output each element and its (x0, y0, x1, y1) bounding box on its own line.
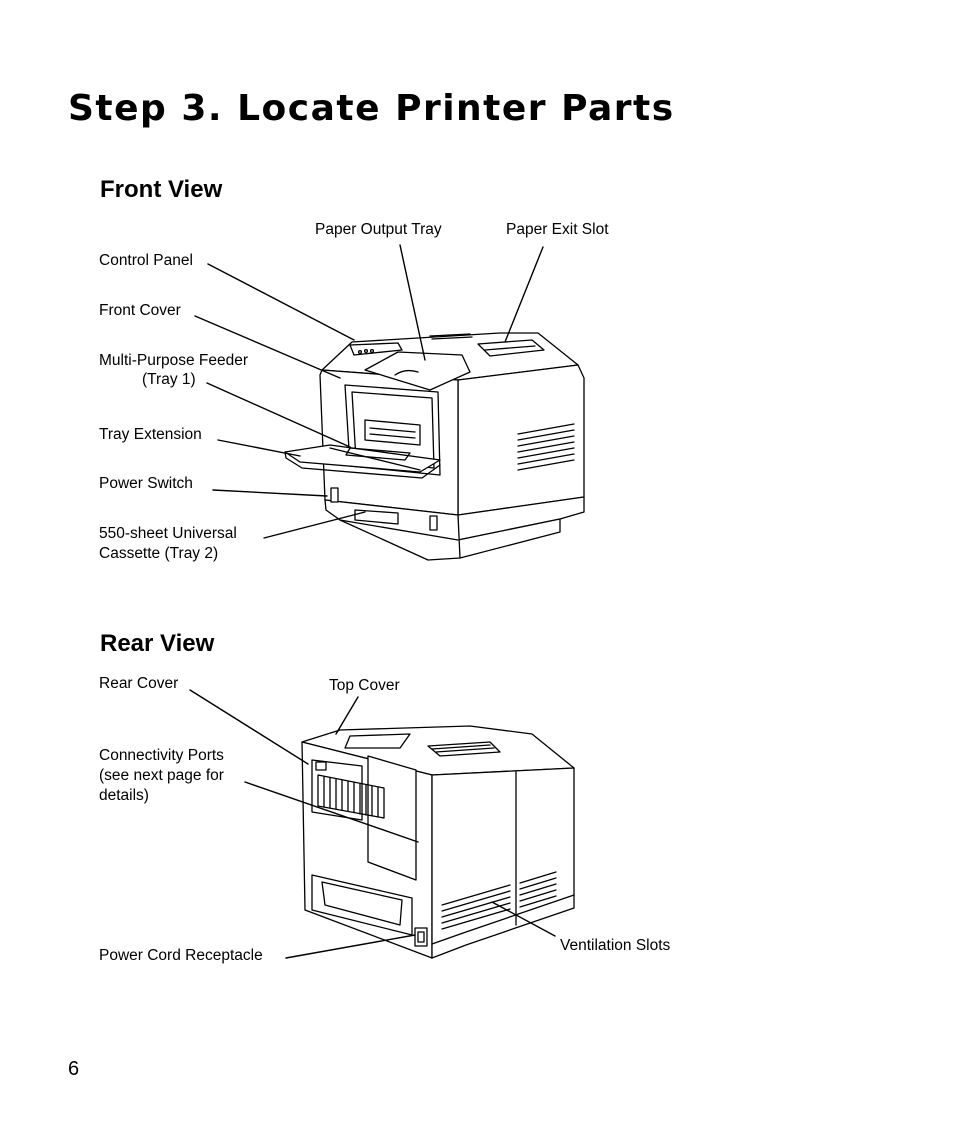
front-leader-lines (194, 244, 544, 539)
label-power-switch: Power Switch (99, 475, 193, 492)
label-paper-output-tray: Paper Output Tray (315, 221, 442, 238)
label-power-cord-receptacle: Power Cord Receptacle (99, 947, 263, 964)
label-ports-line1: Connectivity Ports (99, 747, 224, 764)
label-ports-line3: details) (99, 787, 149, 804)
label-cassette-line2: Cassette (Tray 2) (99, 545, 219, 562)
label-ports-line2: (see next page for (99, 767, 224, 784)
rear-printer-drawing (301, 725, 575, 959)
page-number: 6 (68, 1058, 80, 1080)
front-side-vents (517, 423, 575, 471)
page-title: Step 3. Locate Printer Parts (68, 88, 675, 129)
label-rear-cover: Rear Cover (99, 675, 179, 692)
label-mp-feeder-line2: (Tray 1) (142, 371, 196, 388)
label-top-cover: Top Cover (329, 677, 400, 694)
label-tray-extension: Tray Extension (99, 426, 202, 443)
label-cassette-line1: 550-sheet Universal (99, 525, 237, 542)
rear-view-heading: Rear View (100, 630, 215, 657)
front-view-heading: Front View (100, 176, 223, 203)
rear-grille (317, 774, 385, 819)
rear-side-vents (441, 871, 557, 930)
label-ventilation-slots: Ventilation Slots (560, 937, 671, 954)
label-mp-feeder-line1: Multi-Purpose Feeder (99, 352, 249, 369)
label-front-cover: Front Cover (99, 302, 181, 319)
rear-leader-lines (189, 689, 556, 959)
front-printer-drawing (284, 332, 585, 561)
label-control-panel: Control Panel (99, 252, 193, 269)
label-paper-exit-slot: Paper Exit Slot (506, 221, 609, 238)
